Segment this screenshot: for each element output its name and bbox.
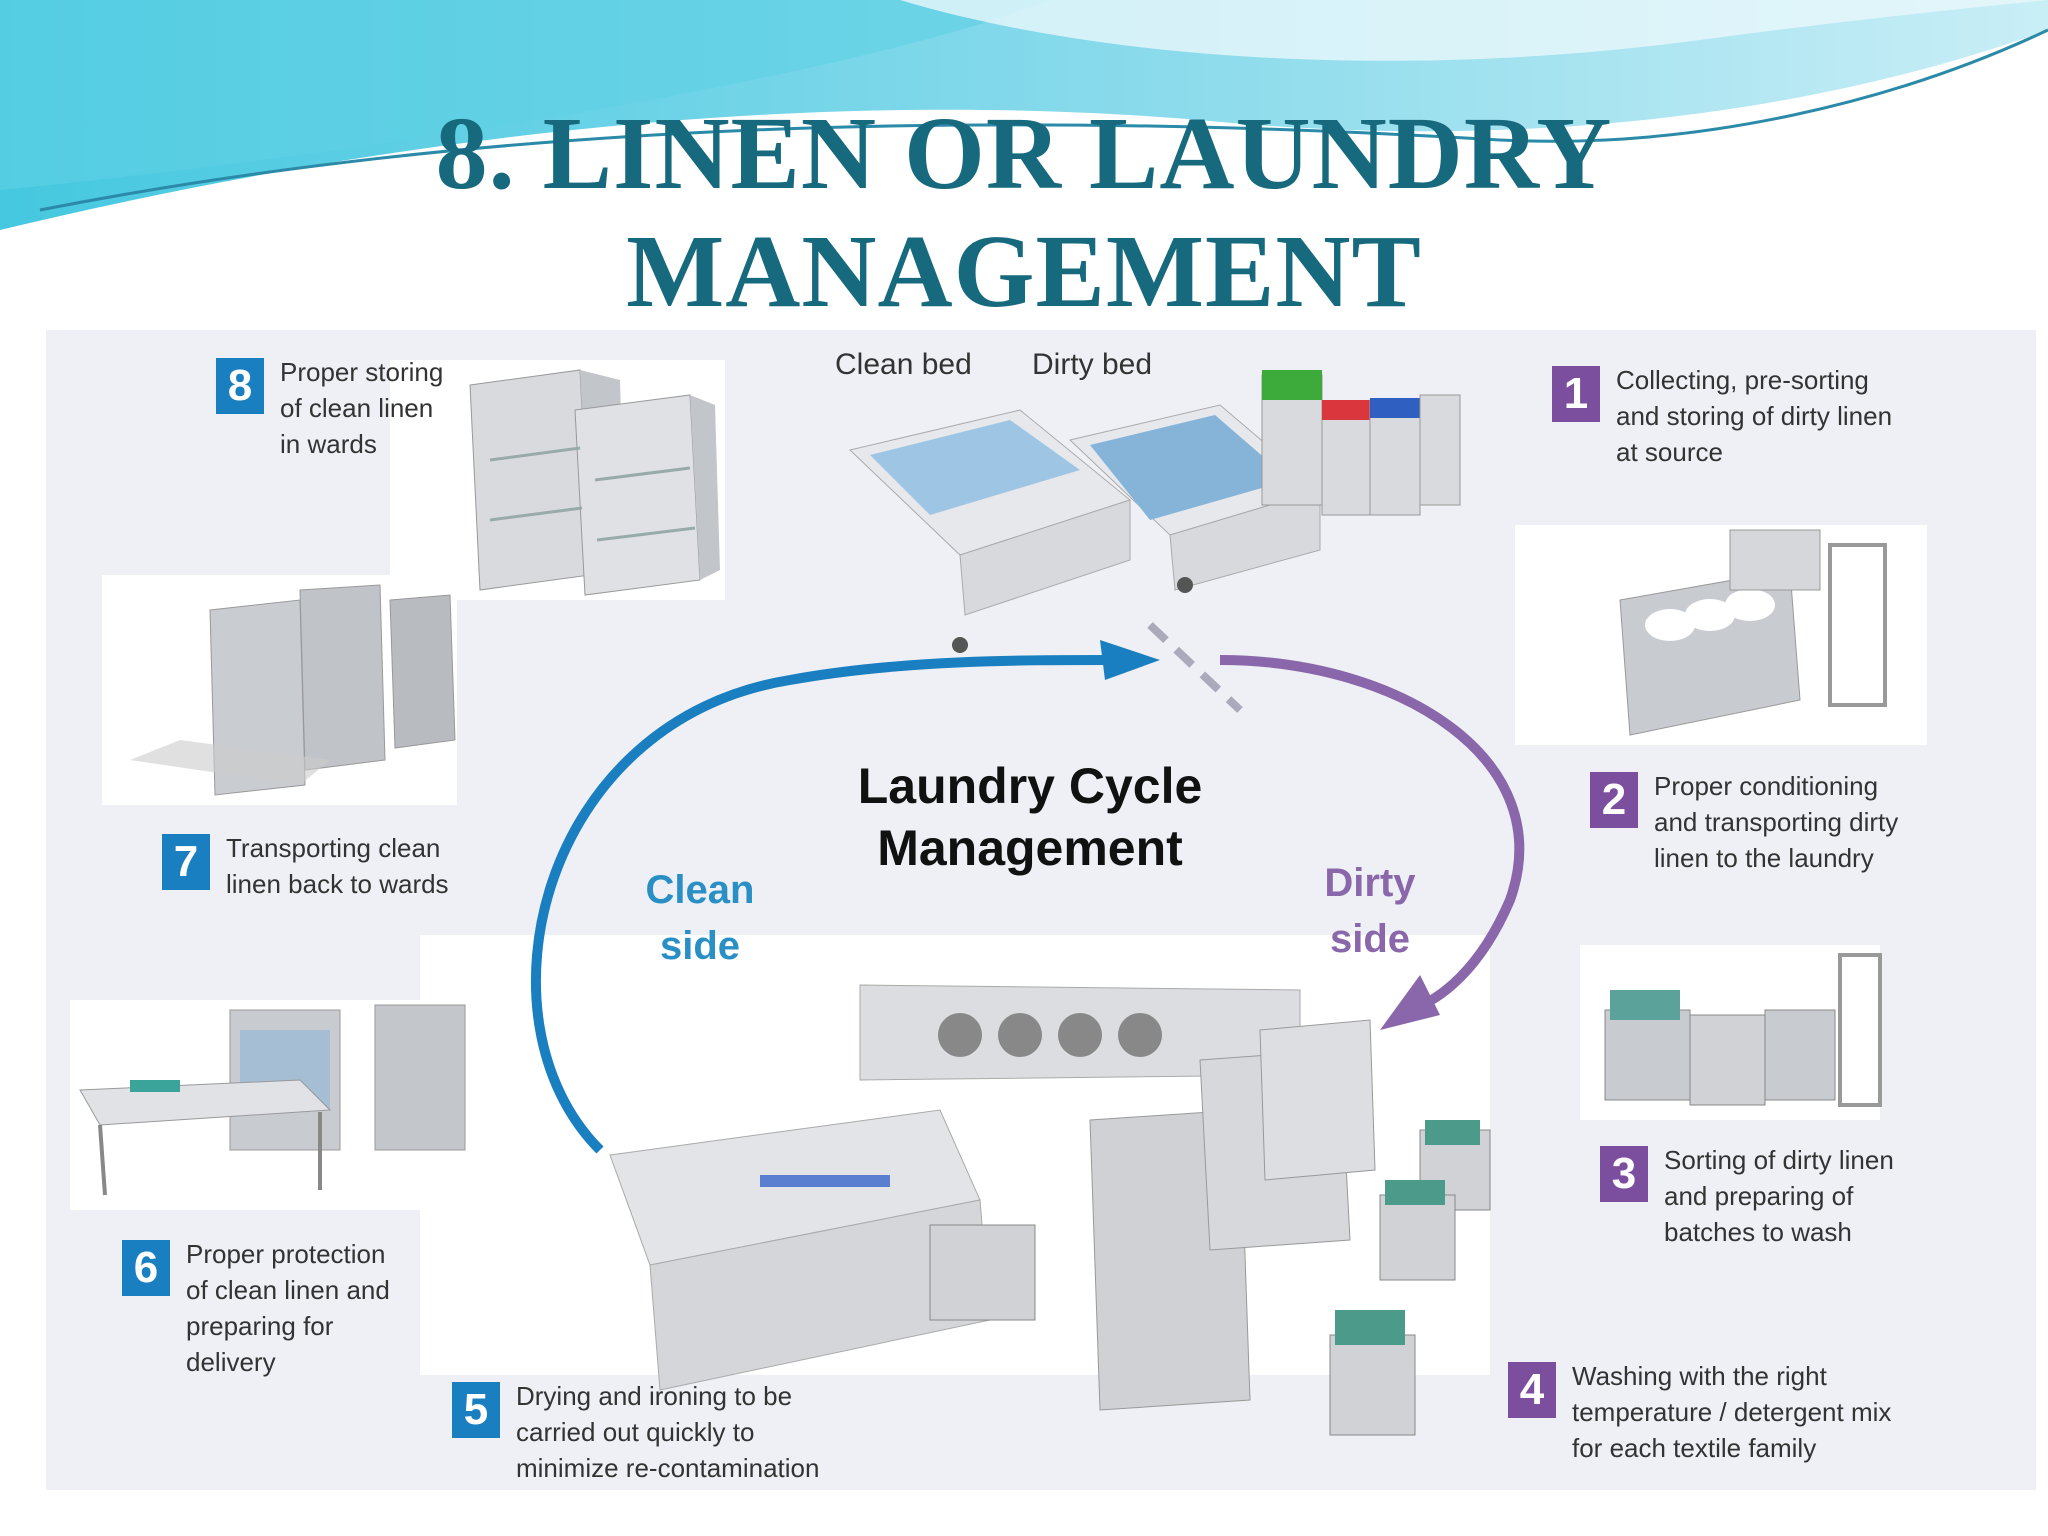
cycle-title: Laundry Cycle Management — [857, 758, 1203, 876]
step-7-number: 7 — [162, 834, 210, 890]
step-1-number: 1 — [1552, 366, 1600, 422]
clean-bed-label: Clean bed — [835, 348, 972, 381]
step-8: 8 Proper storing of clean linen in wards — [216, 354, 443, 462]
hospital-beds-icon — [848, 404, 1322, 653]
step-5-text: Drying and ironing to be carried out qui… — [516, 1381, 820, 1483]
step-2: 2 Proper conditioning and transporting d… — [1590, 768, 1898, 876]
step-4: 4 Washing with the right temperature / d… — [1508, 1358, 1891, 1466]
step-1: 1 Collecting, pre-sorting and storing of… — [1552, 362, 1892, 470]
page-title: 8. LINEN OR LAUNDRY MANAGEMENT — [0, 95, 2048, 331]
delivery-table-icon — [79, 1004, 466, 1196]
step-6: 6 Proper protection of clean linen and p… — [122, 1236, 390, 1380]
step-8-number: 8 — [216, 358, 264, 414]
dirty-bed-label: Dirty bed — [1032, 348, 1153, 381]
linen-bins-icon — [1261, 370, 1461, 516]
step-8-text: Proper storing of clean linen in wards — [280, 357, 444, 459]
step-6-text: Proper protection of clean linen and pre… — [186, 1239, 390, 1377]
step-5: 5 Drying and ironing to be carried out q… — [452, 1378, 819, 1486]
dirty-side-label: Dirty side — [1324, 861, 1416, 961]
header-wave — [0, 0, 2048, 230]
title-line-1: 8. LINEN OR LAUNDRY — [435, 96, 1613, 211]
step-3-text: Sorting of dirty linen and preparing of … — [1664, 1145, 1894, 1247]
step-1-text: Collecting, pre-sorting and storing of d… — [1616, 365, 1893, 467]
storage-shelves-icon — [469, 369, 720, 596]
step-5-number: 5 — [452, 1382, 500, 1438]
sorting-carts-icon — [1604, 953, 1882, 1107]
step-4-text: Washing with the right temperature / det… — [1572, 1361, 1892, 1463]
dirty-arrow-head-icon — [1380, 975, 1440, 1030]
step-2-text: Proper conditioning and transporting dir… — [1654, 771, 1899, 873]
step-7: 7 Transporting clean linen back to wards — [162, 830, 449, 902]
clean-arrow-head-icon — [1100, 640, 1160, 680]
clean-side-label: Clean side — [645, 868, 755, 968]
transport-cabinets-icon — [130, 584, 456, 796]
laundry-room-icon — [609, 984, 1491, 1436]
step-2-number: 2 — [1590, 772, 1638, 828]
step-6-number: 6 — [122, 1240, 170, 1296]
step-7-text: Transporting clean linen back to wards — [226, 833, 449, 899]
dirty-linen-trolley-icon — [1619, 529, 1887, 736]
step-3: 3 Sorting of dirty linen and preparing o… — [1600, 1142, 1894, 1250]
title-line-2: MANAGEMENT — [626, 214, 1422, 329]
step-4-number: 4 — [1508, 1362, 1556, 1418]
step-3-number: 3 — [1600, 1146, 1648, 1202]
